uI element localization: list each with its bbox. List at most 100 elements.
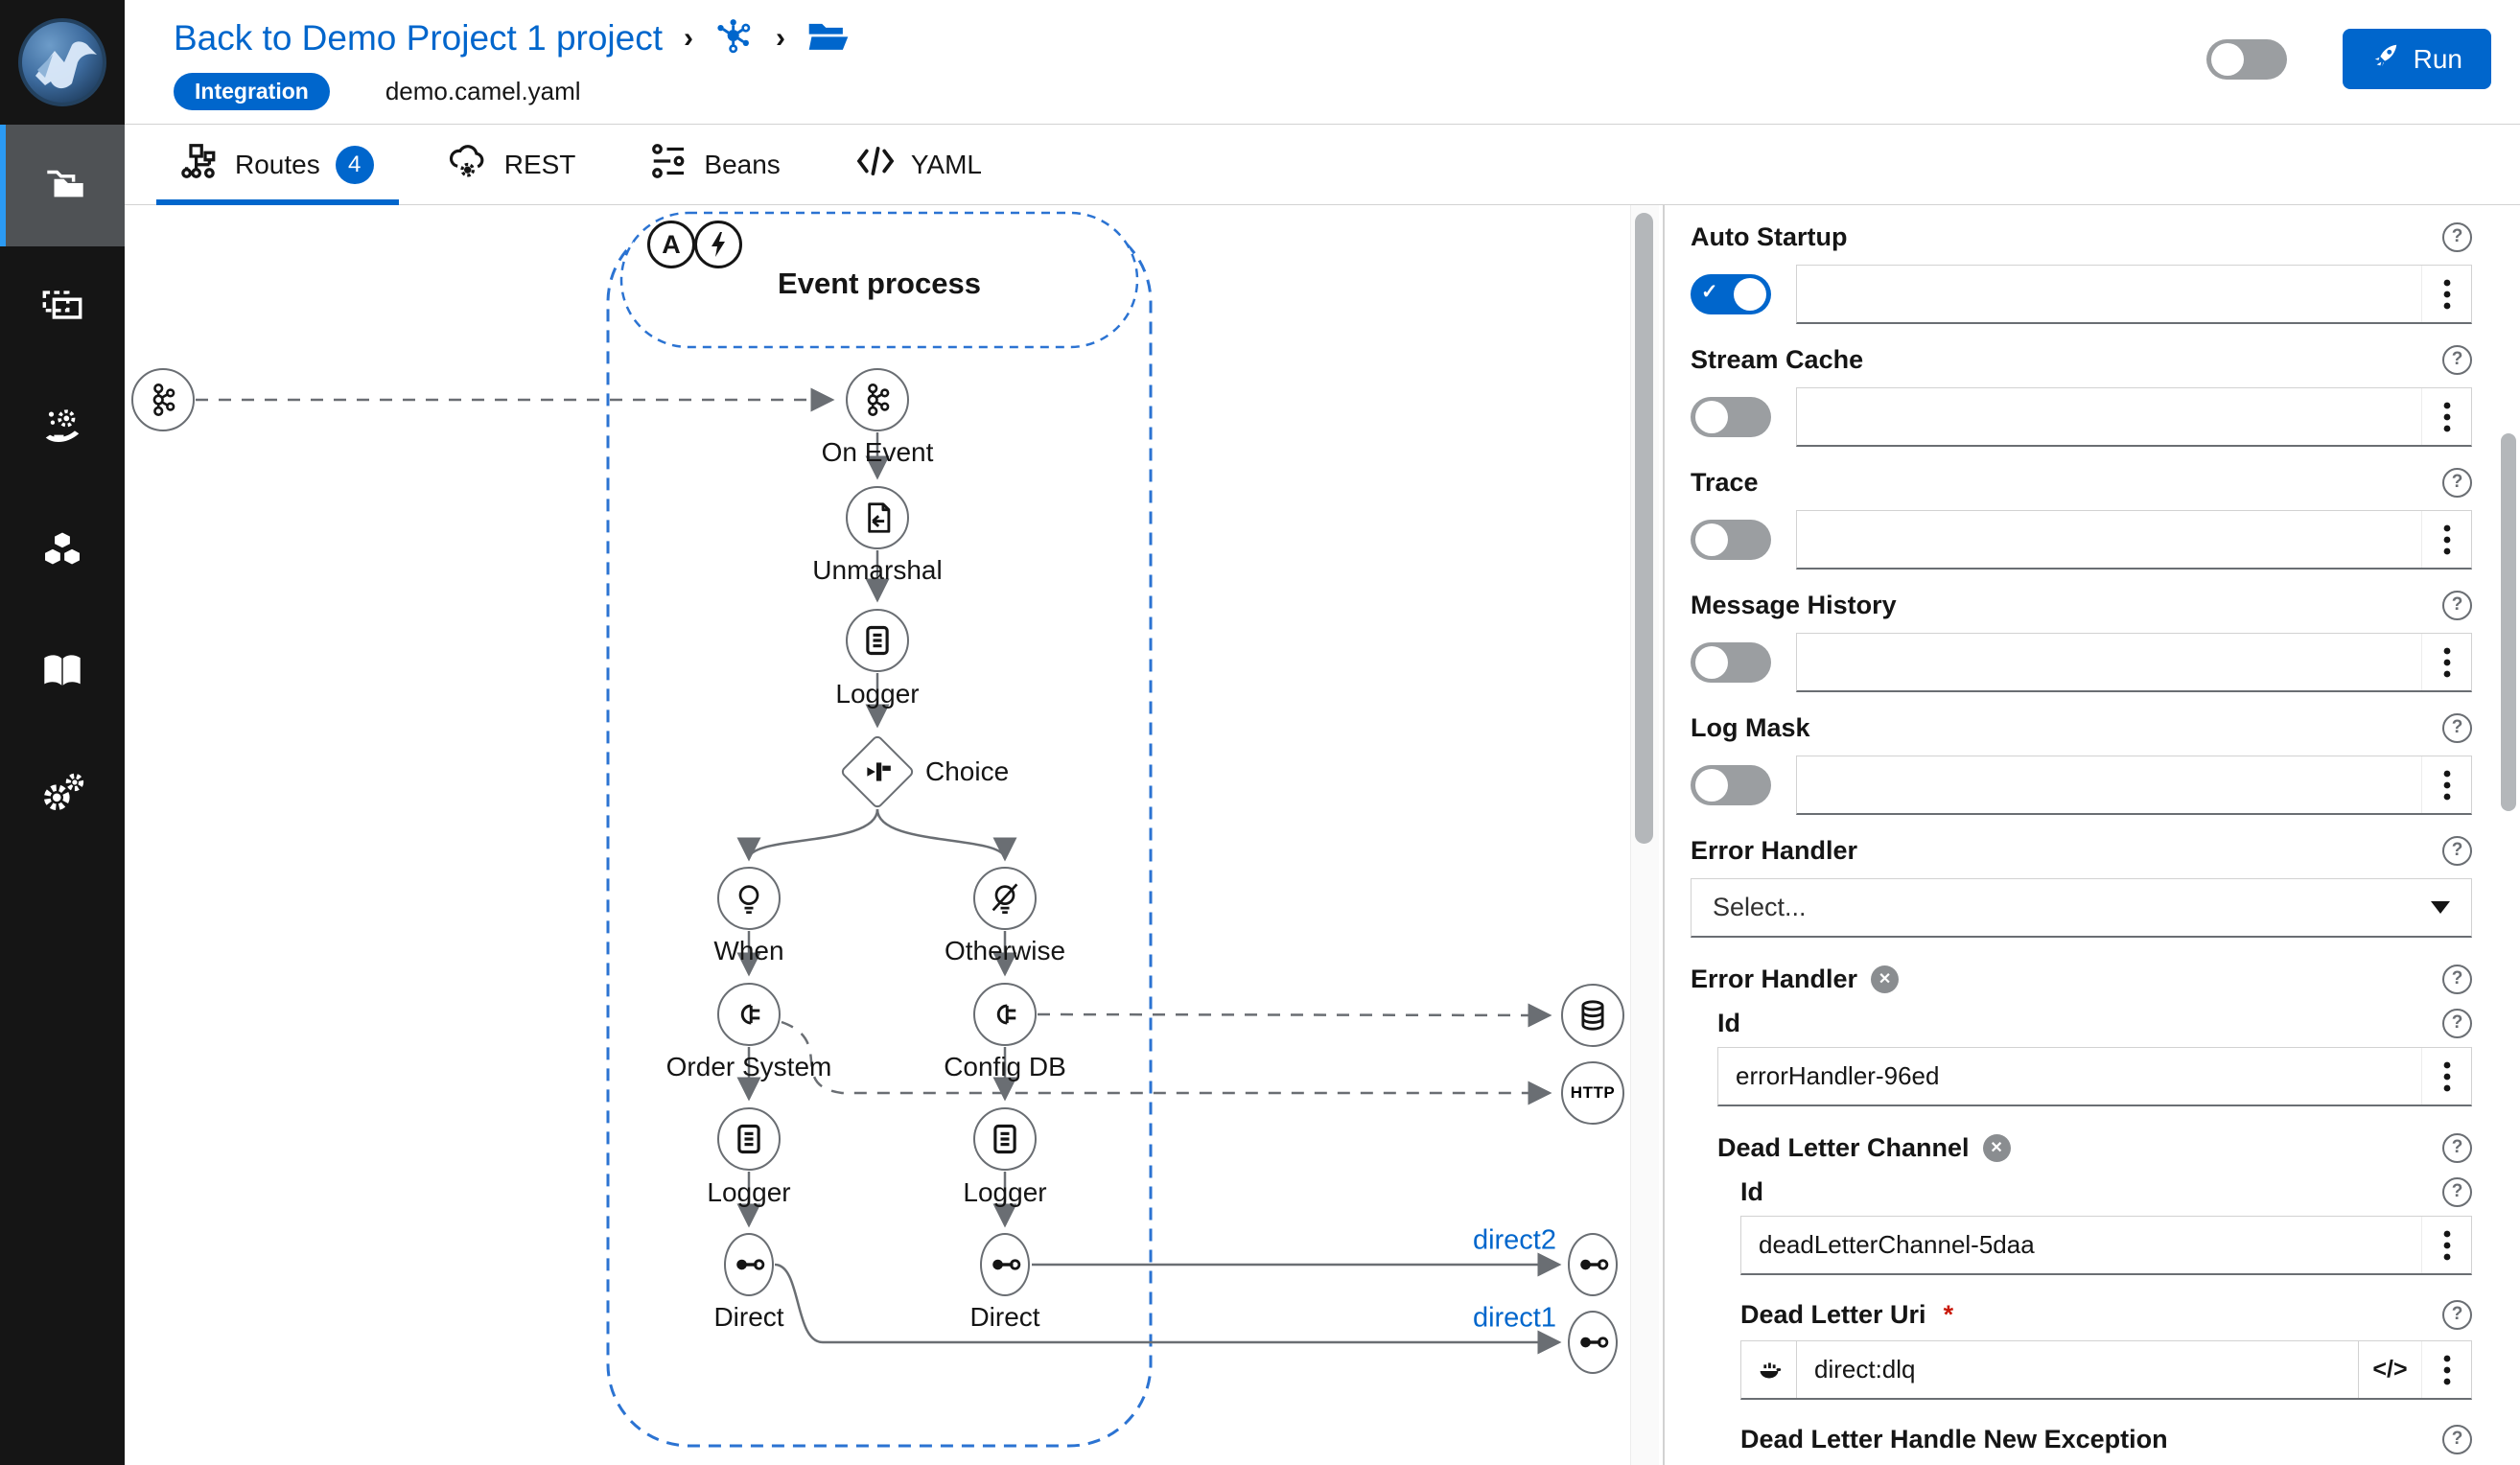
route-autostart-badge[interactable]: A [647,221,695,268]
sidebar-item-services[interactable] [0,368,125,490]
sidebar-item-templates[interactable] [0,246,125,368]
node-config-db[interactable] [973,983,1037,1046]
node-http-endpoint[interactable]: HTTP [1561,1061,1624,1125]
help-icon[interactable]: ? [2442,467,2472,498]
help-icon[interactable]: ? [2442,835,2472,866]
log-mask-toggle[interactable] [1691,765,1771,805]
node-database-endpoint[interactable] [1561,984,1624,1047]
kebab-menu-button[interactable] [2421,511,2471,568]
node-direct1-endpoint[interactable] [1568,1311,1618,1374]
stream-cache-toggle[interactable] [1691,397,1771,437]
run-button[interactable]: Run [2342,29,2491,89]
kebab-menu-button[interactable] [2421,388,2471,445]
tab-beans[interactable]: Beans [625,125,805,204]
node-logger-right[interactable] [973,1107,1037,1171]
property-field-row [1691,387,2472,447]
error-handler-select[interactable]: Select... [1691,878,2472,938]
node-unmarshal[interactable] [846,486,909,549]
kebab-menu-button[interactable] [2421,756,2471,813]
tab-routes[interactable]: Routes 4 [156,125,399,205]
breadcrumb: Back to Demo Project 1 project › › [174,15,851,60]
node-label: Direct [969,1302,1040,1332]
route-trigger-badge[interactable] [694,221,742,268]
folder-icon[interactable] [806,15,851,60]
log-mask-input[interactable] [1797,756,2421,813]
lightbulb-slash-icon [992,883,1018,914]
help-icon[interactable]: ? [2442,590,2472,620]
help-icon[interactable]: ? [2442,1176,2472,1207]
integration-hub-icon[interactable] [714,15,755,60]
endpoint-label-direct1[interactable]: direct1 [1472,1302,1556,1334]
sidebar-item-components[interactable] [0,490,125,612]
route-group-title[interactable]: Event process [778,267,981,300]
node-order-system[interactable] [717,983,781,1046]
property-field-row [1691,756,2472,815]
diagram-edges [196,211,1562,1448]
tab-beans-label: Beans [704,149,781,179]
help-icon[interactable]: ? [2442,964,2472,994]
stream-cache-input[interactable] [1797,388,2421,445]
route-designer-canvas[interactable]: A Event process On Event [125,205,1664,1465]
header-toggle[interactable] [2205,38,2287,80]
help-icon[interactable]: ? [2442,1008,2472,1038]
kebab-menu-button[interactable] [2421,634,2471,690]
node-otherwise[interactable] [973,867,1037,930]
direct-icon [1580,1259,1609,1270]
canvas-scrollbar-thumb[interactable] [1635,213,1653,844]
help-icon[interactable]: ? [2442,221,2472,252]
kebab-menu-button[interactable] [2421,1341,2471,1398]
node-logger[interactable] [846,609,909,672]
help-icon[interactable]: ? [2442,1424,2472,1454]
trace-input[interactable] [1797,511,2421,568]
book-icon [40,648,84,697]
help-icon[interactable]: ? [2442,712,2472,743]
sidebar-item-knowledgebase[interactable] [0,612,125,733]
select-placeholder: Select... [1713,893,1807,921]
back-to-project-link[interactable]: Back to Demo Project 1 project [174,17,663,58]
section-title-text: Dead Letter Channel [1717,1132,1970,1162]
tab-yaml[interactable]: YAML [830,125,1007,204]
message-history-input[interactable] [1797,634,2421,690]
node-label: Logger [835,679,920,709]
auto-startup-input-group [1796,265,2472,324]
remove-section-icon[interactable]: ✕ [1871,965,1900,993]
message-history-toggle[interactable] [1691,642,1771,683]
auto-startup-toggle[interactable]: ✓ [1691,274,1771,314]
sidebar-item-projects[interactable] [0,125,125,246]
node-on-event[interactable] [846,368,909,431]
help-icon[interactable]: ? [2442,344,2472,375]
node-kafka-source[interactable] [131,368,195,431]
folders-icon [43,161,87,210]
property-label-row: Message History ? [1691,589,2472,621]
node-when[interactable] [717,867,781,930]
node-direct2-endpoint[interactable] [1568,1233,1618,1296]
header-actions: Run [2205,29,2491,89]
node-direct-right[interactable] [980,1233,1030,1296]
canvas-scrollbar[interactable] [1630,205,1659,1465]
file-name: demo.camel.yaml [385,77,581,105]
endpoint-label-direct2[interactable]: direct2 [1472,1224,1556,1256]
window-scrollbar-thumb[interactable] [2501,433,2516,811]
node-direct-left[interactable] [724,1233,774,1296]
error-handler-id-group [1717,1047,2472,1106]
karavan-logo [0,0,125,125]
kebab-menu-button[interactable] [2421,266,2471,322]
node-logger-left[interactable] [717,1107,781,1171]
code-editor-button[interactable]: </> [2358,1341,2421,1398]
dead-letter-channel-id-input[interactable] [1741,1217,2421,1273]
help-icon[interactable]: ? [2442,1132,2472,1163]
tab-rest[interactable]: REST [424,125,601,204]
section-title: Error Handler ✕ [1691,965,1900,994]
auto-startup-input[interactable] [1797,266,2421,322]
trace-toggle[interactable] [1691,520,1771,560]
kebab-menu-button[interactable] [2421,1217,2471,1273]
remove-section-icon[interactable]: ✕ [1982,1133,2011,1162]
kebab-menu-button[interactable] [2421,1048,2471,1105]
node-choice[interactable] [839,733,916,810]
dead-letter-uri-input[interactable] [1797,1341,2358,1398]
sidebar-item-configuration[interactable] [0,733,125,855]
error-handler-id-input[interactable] [1718,1048,2421,1105]
help-icon[interactable]: ? [2442,1299,2472,1330]
node-label: Unmarshal [812,555,943,585]
node-label: When [713,936,784,965]
